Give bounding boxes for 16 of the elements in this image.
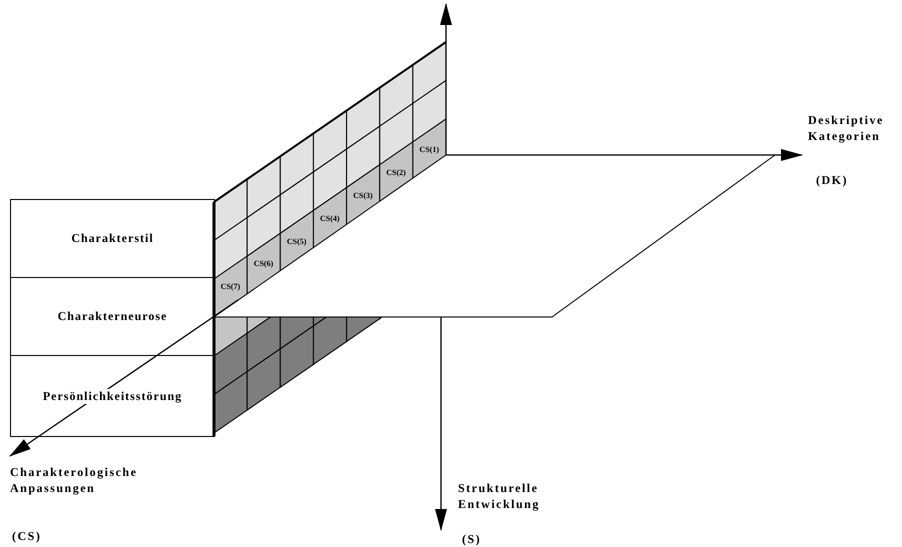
cell-label: CS(7) (220, 282, 240, 292)
cell-label: CS(4) (320, 214, 340, 223)
cell-label: CS(1) (419, 145, 439, 154)
axis-label: (DK) (816, 172, 849, 188)
cell-label: CS(2) (386, 168, 406, 178)
cell-label: CS(5) (286, 236, 306, 246)
category-box (10, 199, 215, 278)
cell-label: CS(6) (254, 259, 274, 268)
category-box (10, 355, 215, 437)
axis-label: Deskriptive Kategorien (808, 112, 885, 144)
category-label: Persönlichkeitsstörung (42, 388, 184, 404)
axis-label: (CS) (12, 528, 42, 544)
cell-label: CS(3) (353, 190, 373, 200)
axis-label: Strukturelle Entwicklung (458, 480, 541, 512)
axis-label: (S) (462, 531, 482, 547)
axis-label: Charakterologische Anpassungen (10, 464, 138, 496)
